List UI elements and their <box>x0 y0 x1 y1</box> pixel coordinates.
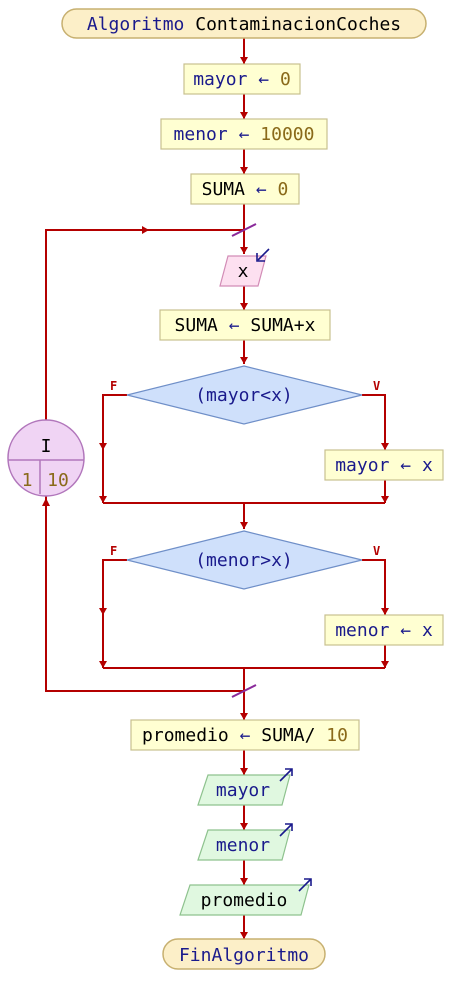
true-branch-label: V <box>373 379 380 393</box>
start-keyword: Algoritmo <box>87 14 185 35</box>
accumulate-suma-process: SUMA ← SUMA+x <box>159 309 331 341</box>
svg-text:promedio: promedio <box>201 890 288 911</box>
output-promedio: promedio <box>179 878 312 916</box>
svg-text:SUMA ←: SUMA ← SUMA+x <box>175 315 316 336</box>
promedio-process: promedio ← SUMA/ 10 <box>130 719 360 751</box>
loop-from: 1 <box>22 470 33 491</box>
svg-text:Algoritmo Contam: Algoritmo ContaminacionCoches <box>87 14 401 35</box>
true-branch-label: V <box>373 544 380 558</box>
assign-menor-process: menor ← x <box>324 614 444 646</box>
decision-menor-gt-x: (menor>x) F V <box>110 530 380 590</box>
output-arrow-icon <box>279 768 293 782</box>
decision-menor-text: (menor>x) <box>195 550 293 571</box>
svg-text:promedio ←: promedio ← SUMA/ 10 <box>142 725 348 746</box>
input-arrow-icon <box>256 248 270 262</box>
flow-arrowheads <box>42 57 389 939</box>
end-keyword: FinAlgoritmo <box>179 945 309 966</box>
init-mayor-process: mayor ← 0 <box>183 63 301 95</box>
for-loop-node: I 1 10 <box>7 419 85 497</box>
init-suma-process: SUMA ← 0 <box>190 173 300 205</box>
svg-text:mayor: mayor <box>216 780 270 801</box>
read-x-label: x <box>238 261 249 282</box>
output-menor: menor <box>197 823 293 861</box>
loop-connector-marks <box>231 223 257 698</box>
decision-mayor-lt-x: (mayor<x) F V <box>110 365 380 425</box>
svg-text:menor ←: menor ← x <box>335 620 433 641</box>
end-terminal: FinAlgoritmo <box>162 938 326 970</box>
init-menor-process: menor ← 10000 <box>160 118 328 150</box>
svg-text:mayor ←: mayor ← x <box>335 455 433 476</box>
false-branch-label: F <box>110 379 117 393</box>
svg-text:SUMA ←: SUMA ← 0 <box>202 179 289 200</box>
start-terminal: Algoritmo ContaminacionCoches <box>61 8 427 39</box>
output-mayor: mayor <box>197 768 293 806</box>
loop-variable: I <box>41 436 52 457</box>
svg-text:menor: menor <box>216 835 270 856</box>
false-branch-label: F <box>110 544 117 558</box>
assign-mayor-process: mayor ← x <box>324 449 444 481</box>
svg-text:mayor ←: mayor ← 0 <box>193 69 291 90</box>
read-x-input: x <box>219 248 270 287</box>
output-arrow-icon <box>279 823 293 837</box>
algorithm-name: ContaminacionCoches <box>195 14 401 35</box>
output-arrow-icon <box>298 878 312 892</box>
loop-to: 10 <box>47 470 69 491</box>
decision-mayor-text: (mayor<x) <box>195 385 293 406</box>
svg-text:menor ←: menor ← 10000 <box>174 124 315 145</box>
